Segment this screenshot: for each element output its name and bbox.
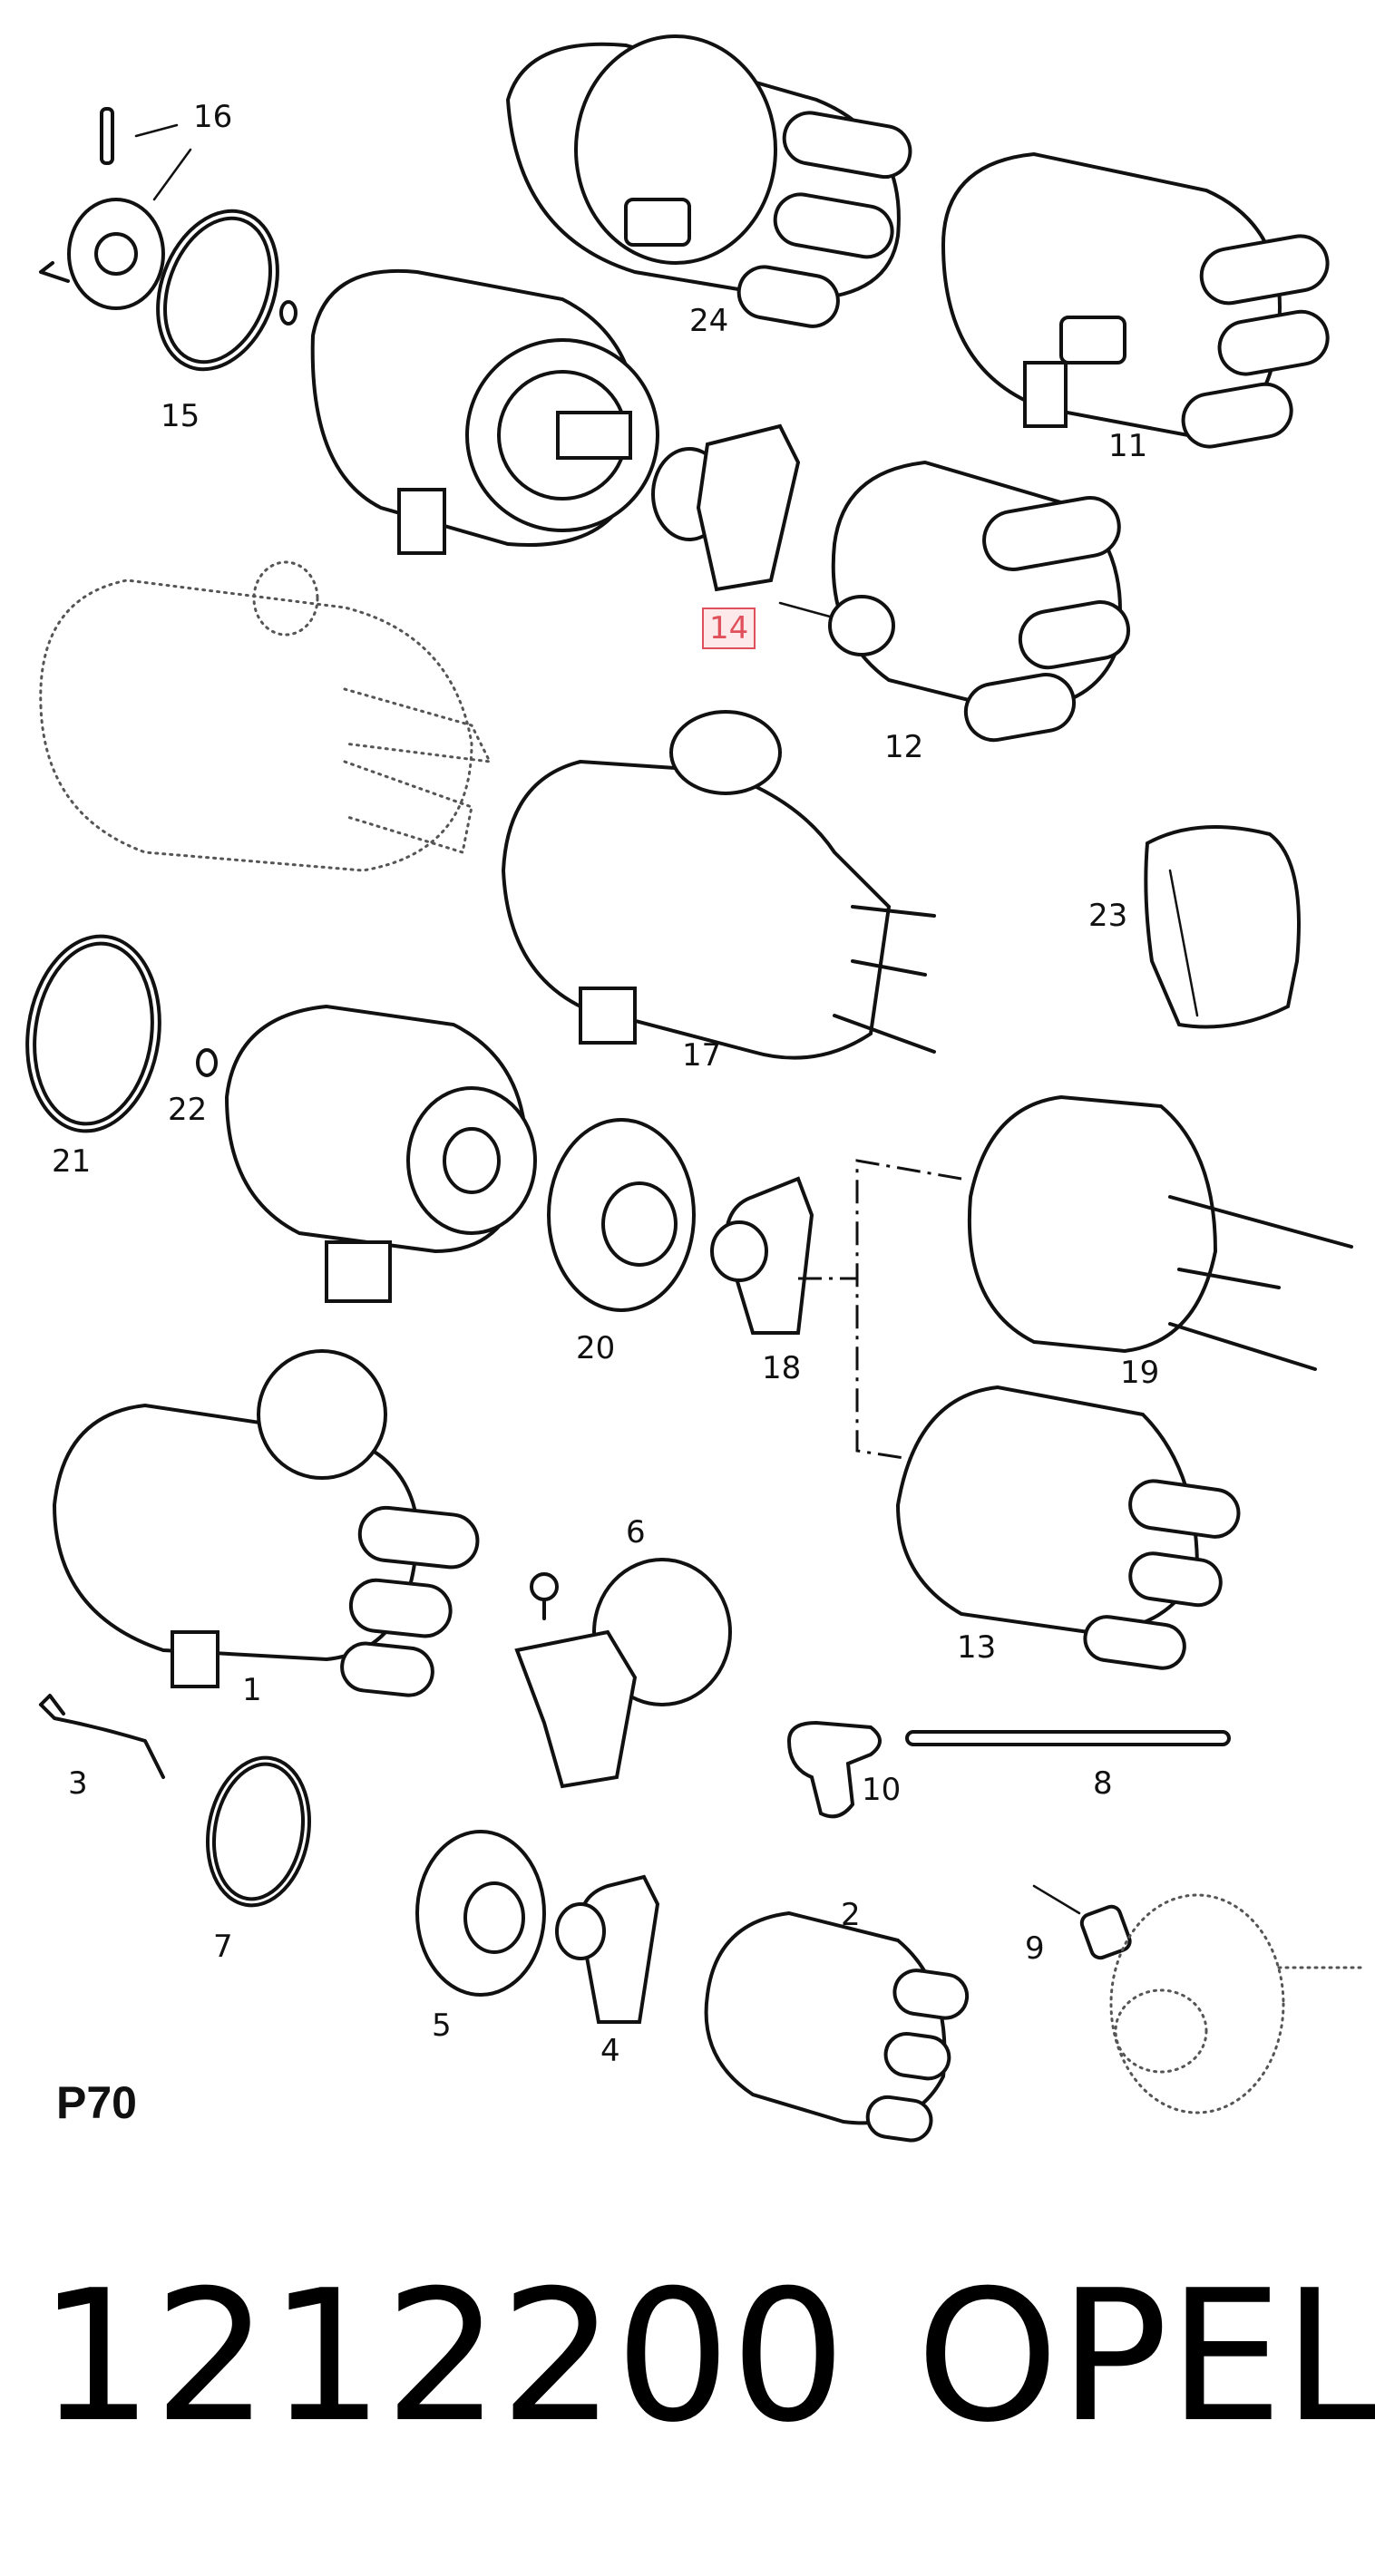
part-17-distributor-assembly [501, 710, 936, 1060]
assembly-guide-line [855, 1159, 962, 1462]
callout-24[interactable]: 24 [689, 303, 729, 339]
part-12-distributor-cap [778, 460, 1131, 743]
callout-10[interactable]: 10 [862, 1772, 902, 1808]
part-19-distributor-cap [967, 1094, 1353, 1371]
callout-18[interactable]: 18 [762, 1350, 802, 1386]
part-23-cover [1144, 825, 1301, 1029]
callout-14-highlighted[interactable]: 14 [702, 608, 756, 649]
callout-8[interactable]: 8 [1093, 1765, 1113, 1802]
callout-17[interactable]: 17 [682, 1037, 722, 1074]
callout-11[interactable]: 11 [1108, 428, 1148, 464]
part-11-distributor-cap [941, 151, 1330, 449]
callout-5[interactable]: 5 [432, 2007, 452, 2044]
part-14-rotor-arm [651, 423, 801, 592]
part-1-complete-distributor [52, 1349, 480, 1697]
part-5-shield [415, 1830, 546, 1997]
distributor-housing-top [310, 268, 659, 555]
part-24-cap-assembly [505, 34, 912, 328]
callout-23[interactable]: 23 [1088, 898, 1128, 934]
diagram-artwork [25, 34, 1362, 2143]
callout-9[interactable]: 9 [1025, 1930, 1045, 1967]
callout-6[interactable]: 6 [626, 1514, 646, 1550]
part-4-rotor [555, 1874, 660, 2024]
callout-7[interactable]: 7 [213, 1929, 233, 1965]
part-18-rotor [710, 1176, 814, 1335]
part-13-distributor-cap [895, 1385, 1241, 1670]
part-20-shield [547, 1118, 696, 1312]
part-6-vacuum-unit [514, 1558, 732, 1789]
part-10-vacuum-hose [786, 1720, 882, 1819]
callout-21[interactable]: 21 [52, 1143, 92, 1180]
part-15-o-ring [156, 209, 297, 372]
callout-1[interactable]: 1 [242, 1672, 262, 1708]
distributor-housing-middle [224, 1004, 537, 1303]
part-8-rod [905, 1730, 1231, 1746]
callout-22[interactable]: 22 [168, 1092, 208, 1128]
ghost-vacuum-unit [1109, 1893, 1362, 2114]
part-7-o-ring [205, 1755, 312, 1908]
part-2-distributor-cap [704, 1910, 970, 2143]
exploded-parts-diagram: 16 15 24 11 14 12 23 17 21 22 20 18 19 6… [25, 34, 1362, 2143]
part-9-hose [1032, 1884, 1132, 1960]
callout-16[interactable]: 16 [193, 99, 233, 135]
ghost-distributor-outline [39, 560, 492, 872]
part-16-pin-and-plate [39, 107, 192, 310]
part-3-clip [39, 1694, 165, 1779]
part-21-o-ring [25, 934, 161, 1133]
callout-12[interactable]: 12 [884, 729, 924, 765]
part-number: 1212200 [38, 2251, 846, 2463]
callout-20[interactable]: 20 [576, 1330, 616, 1366]
brand-name: OPEL [916, 2251, 1375, 2463]
page-code: P70 [56, 2077, 137, 2128]
part-22-washer [196, 1048, 218, 1077]
callout-19[interactable]: 19 [1120, 1355, 1160, 1391]
callout-4[interactable]: 4 [600, 2033, 620, 2069]
callout-13[interactable]: 13 [957, 1629, 997, 1666]
callout-3[interactable]: 3 [68, 1765, 88, 1802]
callout-15[interactable]: 15 [161, 398, 200, 434]
callout-2[interactable]: 2 [841, 1897, 861, 1933]
